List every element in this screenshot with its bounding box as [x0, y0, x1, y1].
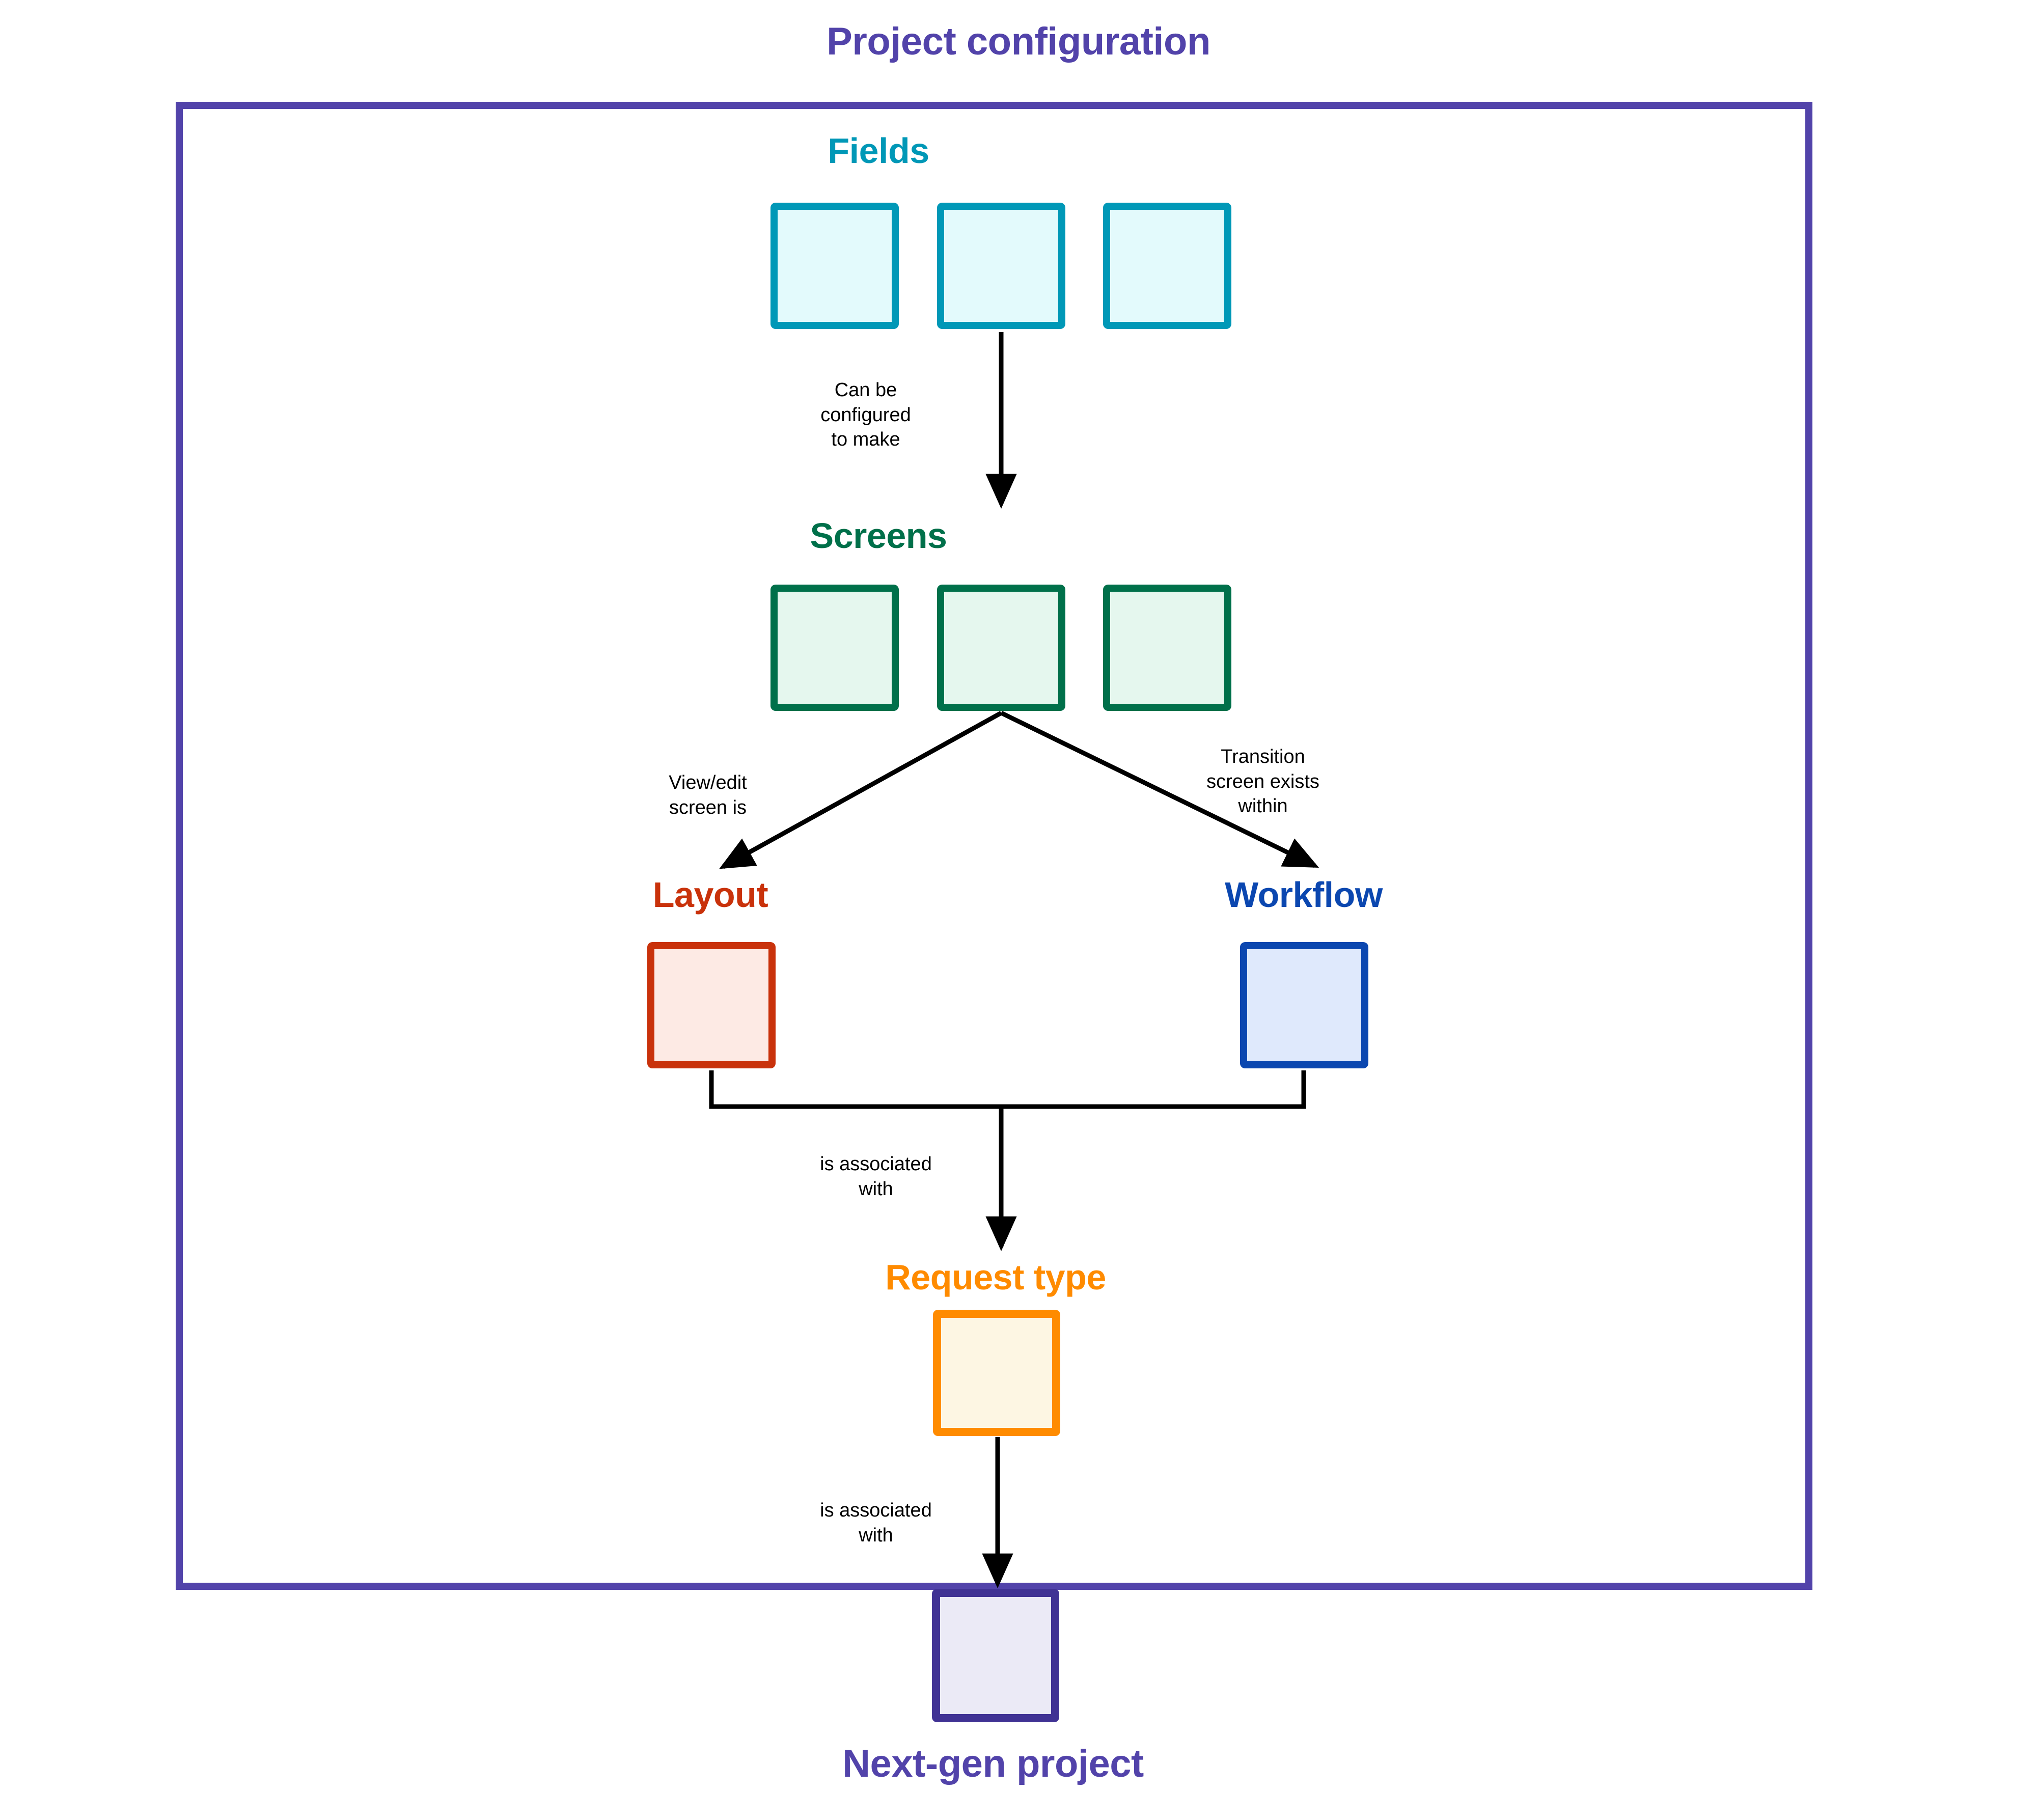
field-box[interactable]: [770, 203, 899, 329]
request-type-box[interactable]: [933, 1310, 1060, 1436]
screen-box[interactable]: [770, 585, 899, 711]
edge-label-to-next-gen-project: is associated with: [820, 1500, 932, 1546]
edge-label-screens-to-workflow: Transition screen exists within: [1206, 746, 1319, 817]
edge-label-fields-to-screens: Can be configured to make: [820, 379, 911, 451]
group-heading-workflow: Workflow: [1225, 875, 1383, 915]
field-box[interactable]: [1103, 203, 1231, 329]
group-heading-request-type: Request type: [885, 1257, 1106, 1297]
group-heading-fields: Fields: [828, 131, 929, 171]
project-configuration-container: [176, 102, 1812, 1590]
group-heading-next-gen-project: Next-gen project: [842, 1742, 1144, 1785]
screen-box[interactable]: [937, 585, 1065, 711]
edge-label-screens-to-layout: View/edit screen is: [669, 772, 747, 818]
workflow-box[interactable]: [1240, 942, 1368, 1068]
screen-box[interactable]: [1103, 585, 1231, 711]
next-gen-project-box[interactable]: [932, 1589, 1059, 1722]
field-box[interactable]: [937, 203, 1065, 329]
edge-label-to-request-type: is associated with: [820, 1153, 932, 1200]
diagram-title: Project configuration: [827, 20, 1210, 63]
group-heading-layout: Layout: [652, 875, 768, 915]
layout-box[interactable]: [647, 942, 776, 1068]
group-heading-screens: Screens: [810, 516, 947, 556]
